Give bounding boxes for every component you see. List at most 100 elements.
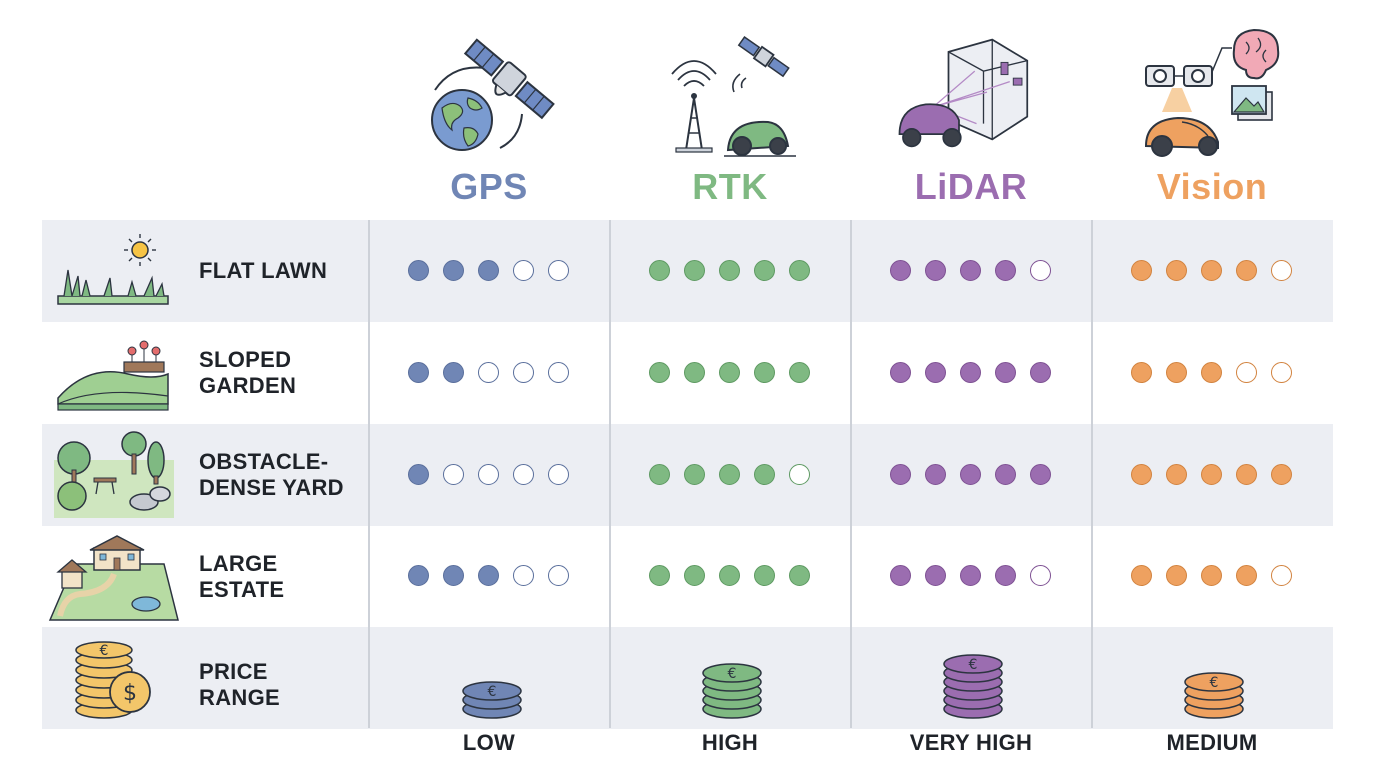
column-divider (1091, 220, 1093, 728)
rating-dot-empty (548, 464, 569, 485)
coin-stack-lidar-icon: € (943, 654, 1003, 719)
rating-dot-filled (719, 464, 740, 485)
tech-name-vision: Vision (1156, 166, 1268, 207)
rating-dot-filled (789, 362, 810, 383)
rating-vision-row-2 (1131, 463, 1301, 489)
rating-dot-filled (443, 260, 464, 281)
rating-dot-filled (754, 464, 775, 485)
svg-text:$: $ (123, 681, 137, 706)
rating-dot-filled (408, 362, 429, 383)
rating-dot-empty (513, 362, 534, 383)
rating-dot-filled (719, 362, 740, 383)
rating-vision-row-3 (1131, 564, 1301, 590)
rating-rtk-row-0 (649, 259, 819, 285)
euro-symbol-icon: € (1210, 675, 1219, 691)
rating-lidar-row-1 (890, 361, 1060, 387)
rating-vision-row-0 (1131, 259, 1301, 285)
rating-dot-filled (890, 565, 911, 586)
rating-gps-row-3 (408, 564, 578, 590)
rating-dot-empty (1271, 260, 1292, 281)
rating-dot-empty (1030, 260, 1051, 281)
rating-gps-row-0 (408, 259, 578, 285)
rating-dot-filled (443, 362, 464, 383)
obstacle-yard-icon (54, 431, 174, 518)
coin-stack-rtk-icon: € (702, 663, 762, 719)
tower-satellite-mower-icon (671, 35, 796, 157)
rating-dot-filled (1201, 260, 1222, 281)
rating-dot-filled (1131, 464, 1152, 485)
price-label-rtk: HIGH (701, 730, 759, 755)
camera-brain-mower-icon (1144, 28, 1280, 157)
euro-symbol-icon: € (969, 657, 978, 673)
rating-dot-filled (1236, 260, 1257, 281)
rating-dot-filled (408, 260, 429, 281)
rating-dot-filled (408, 565, 429, 586)
rating-dot-filled (754, 565, 775, 586)
rating-dot-filled (1201, 464, 1222, 485)
euro-symbol-icon: € (728, 666, 737, 682)
rating-dot-filled (789, 565, 810, 586)
rating-dot-empty (1236, 362, 1257, 383)
rating-dot-filled (443, 565, 464, 586)
rating-dot-empty (789, 464, 810, 485)
rating-dot-filled (960, 464, 981, 485)
rating-dot-filled (478, 260, 499, 281)
rating-dot-filled (1166, 464, 1187, 485)
price-label-gps: LOW (462, 730, 516, 755)
rating-lidar-row-0 (890, 259, 1060, 285)
rating-dot-filled (960, 362, 981, 383)
rating-dot-filled (1271, 464, 1292, 485)
rating-dot-empty (1271, 565, 1292, 586)
rating-dot-filled (684, 260, 705, 281)
rating-dot-filled (649, 565, 670, 586)
rating-dot-empty (478, 362, 499, 383)
coin (1184, 672, 1244, 692)
large-estate-icon (48, 535, 179, 621)
rating-dot-filled (649, 260, 670, 281)
flat-lawn-icon (57, 234, 169, 305)
tech-name-gps: GPS (450, 166, 528, 207)
satellite-globe-icon (431, 38, 555, 151)
column-divider (609, 220, 611, 728)
rating-dot-filled (1131, 260, 1152, 281)
rating-dot-filled (684, 565, 705, 586)
rating-dot-filled (925, 260, 946, 281)
rating-dot-filled (1236, 565, 1257, 586)
row-label-flat-lawn: FLAT LAWN (199, 258, 328, 283)
rating-dot-filled (649, 464, 670, 485)
rating-dot-empty (548, 362, 569, 383)
rating-dot-filled (925, 464, 946, 485)
tech-name-rtk: RTK (692, 166, 768, 207)
rating-dot-filled (1131, 362, 1152, 383)
rating-dot-empty (513, 260, 534, 281)
rating-dot-filled (719, 260, 740, 281)
rating-dot-filled (408, 464, 429, 485)
rating-dot-filled (1201, 362, 1222, 383)
column-divider (368, 220, 370, 728)
rating-dot-filled (649, 362, 670, 383)
rating-dot-empty (443, 464, 464, 485)
rating-dot-filled (1166, 565, 1187, 586)
rating-rtk-row-2 (649, 463, 819, 489)
rating-dot-filled (995, 464, 1016, 485)
rating-dot-filled (995, 260, 1016, 281)
rating-dot-filled (754, 260, 775, 281)
rating-gps-row-1 (408, 361, 578, 387)
rating-gps-row-2 (408, 463, 578, 489)
rating-dot-filled (1201, 565, 1222, 586)
coin-stack-vision-icon: € (1184, 672, 1244, 719)
rating-dot-filled (1236, 464, 1257, 485)
rating-dot-filled (925, 565, 946, 586)
row-band-price-range (42, 627, 1333, 729)
rating-dot-filled (789, 260, 810, 281)
row-label-sloped-garden: SLOPED GARDEN (199, 347, 297, 398)
rating-rtk-row-1 (649, 361, 819, 387)
price-label-lidar: VERY HIGH (909, 730, 1033, 755)
coin (462, 681, 522, 701)
euro-symbol-icon: € (488, 684, 497, 700)
price-label-vision: MEDIUM (1166, 730, 1258, 755)
rating-dot-filled (1030, 362, 1051, 383)
rating-dot-empty (478, 464, 499, 485)
rating-lidar-row-3 (890, 564, 1060, 590)
rating-dot-filled (890, 464, 911, 485)
